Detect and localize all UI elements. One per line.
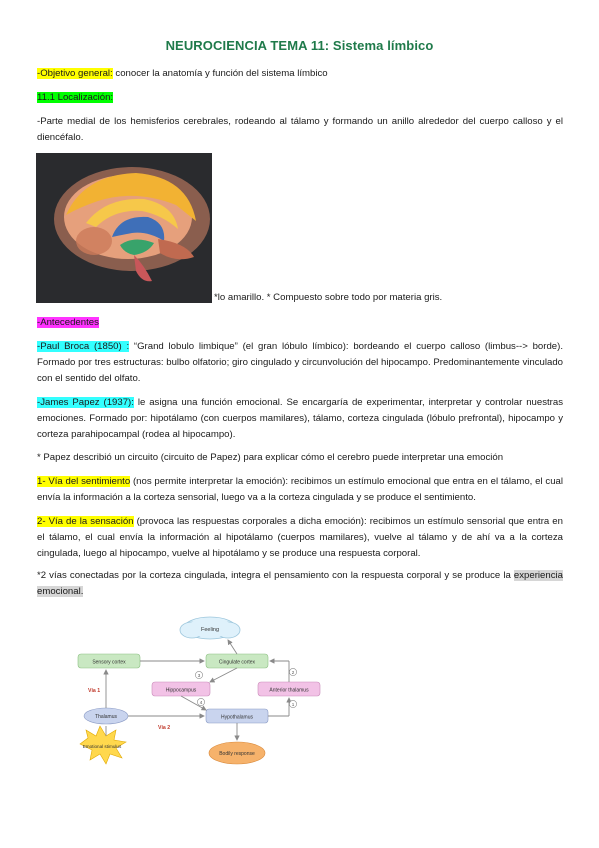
step-4-label: 4 (200, 700, 203, 705)
emotional-stimulus-burst (79, 725, 127, 765)
via2-diagram-label: Vía 2 (158, 725, 170, 731)
hippocampus-label: Hippocampus (166, 688, 197, 694)
conclusion-paragraph: *2 vías conectadas por la corteza cingul… (37, 568, 563, 600)
hypothalamus-label: Hypothalamus (221, 715, 253, 721)
cingulate-cortex-label: Cingulate cortex (219, 660, 256, 666)
localizacion-heading-text: 11.1 Localización: (37, 92, 114, 103)
bodily-response-label: Bodily response (219, 751, 255, 757)
conclusion-text: *2 vías conectadas por la corteza cingul… (37, 570, 514, 581)
step-2-label: 2 (292, 670, 295, 675)
emotional-stimulus-label: Emotional stimulus (83, 744, 122, 749)
antecedentes-heading: -Antecedentes (37, 315, 563, 331)
brain-image (36, 153, 212, 303)
broca-text: “Grand lobulo limbique” (el gran lóbulo … (37, 341, 563, 384)
papez-paragraph: -James Papez (1937): le asigna una funci… (37, 395, 563, 443)
figure-caption: *lo amarillo. * Compuesto sobre todo por… (214, 292, 443, 303)
papez-text: le asigna una función emocional. Se enca… (37, 397, 564, 440)
via1-paragraph: 1- Vía del sentimiento (nos permite inte… (37, 474, 563, 506)
papez-circuit-diagram: Feeling Sensory cortex Cingulate cortex … (60, 612, 328, 772)
via2-text: (provoca las respuestas corporales a dic… (37, 516, 563, 559)
objetivo-text: conocer la anatomía y función del sistem… (112, 68, 328, 79)
via2-paragraph: 2- Vía de la sensación (provoca las resp… (37, 514, 563, 562)
localizacion-heading: 11.1 Localización: (37, 90, 563, 106)
sensory-cortex-label: Sensory cortex (92, 660, 126, 666)
via1-text: (nos permite interpretar la emoción): re… (37, 476, 563, 503)
step-1-label: 1 (292, 702, 295, 707)
anterior-thalamus-label: Anterior thalamus (269, 688, 309, 694)
via1-diagram-label: Vía 1 (88, 688, 100, 694)
antecedentes-heading-text: -Antecedentes (37, 317, 99, 328)
objetivo-paragraph: -Objetivo general: conocer la anatomía y… (37, 66, 563, 82)
broca-label: -Paul Broca (1850) : (37, 341, 130, 352)
objetivo-label: -Objetivo general: (37, 68, 113, 79)
broca-paragraph: -Paul Broca (1850) : “Grand lobulo limbi… (37, 339, 563, 387)
papez-label: -James Papez (1937): (37, 397, 134, 408)
feeling-cloud: Feeling (179, 616, 241, 640)
via1-label: 1- Vía del sentimiento (37, 476, 131, 487)
step-3-label: 3 (198, 673, 201, 678)
papez-note: * Papez describió un circuito (circuito … (37, 452, 504, 463)
feeling-label: Feeling (201, 627, 219, 633)
localizacion-text: -Parte medial de los hemisferios cerebra… (37, 116, 563, 143)
page-title: NEUROCIENCIA TEMA 11: Sistema límbico (165, 38, 434, 53)
via2-label: 2- Vía de la sensación (37, 516, 134, 527)
thalamus-label: Thalamus (95, 714, 117, 720)
